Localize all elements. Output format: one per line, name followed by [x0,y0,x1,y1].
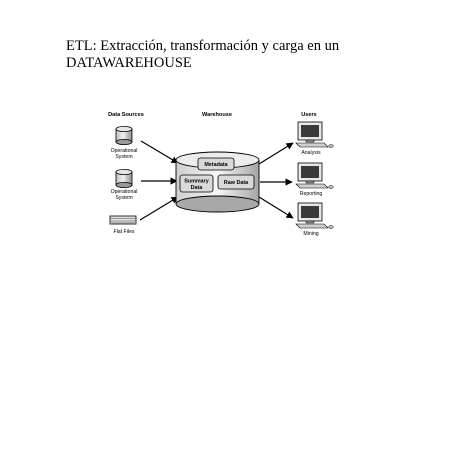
computer-workstation-icon [295,202,334,229]
user-label: Reporting [300,191,323,197]
raw-data-label: Raw Data [224,180,249,186]
source-label-line-1: Operational [111,189,138,195]
column-header-data-sources: Data Sources [108,112,144,118]
document-title: ETL: Extracción, transformación y carga … [66,38,396,72]
user-label: Analysis [301,150,321,156]
user-label: Mining [303,231,318,237]
source-label-line-1: Operational [111,148,138,154]
column-header-warehouse: Warehouse [202,112,232,118]
warehouse-metadata: Metadata [197,157,235,171]
user-mining: Mining [295,202,334,237]
document-title-line-1: ETL: Extracción, transformación y carga … [66,38,340,54]
database-cylinder-icon [115,126,133,145]
source-operational-system-2: Operational System [111,168,138,201]
metadata-label: Metadata [204,162,228,168]
source-label-line-2: System [115,195,132,201]
column-header-users: Users [301,112,317,118]
summary-data-label-line-1: Summary [184,179,209,185]
computer-workstation-icon [295,162,334,189]
warehouse-cylinder: Metadata Summary Data Raw Data [175,151,260,213]
document-title-line-2: DATAWAREHOUSE [66,55,192,71]
arrow-warehouse-to-analysis [258,142,294,165]
flat-file-icon [109,215,137,225]
user-analysis: Analysis [295,121,334,156]
source-operational-system-1: Operational System [111,126,138,160]
source-label: Flat Files [113,229,134,235]
source-label-line-2: System [115,154,132,160]
arrow-warehouse-to-mining [258,196,294,219]
warehouse-summary-data: Summary Data [179,174,214,193]
user-reporting: Reporting [295,162,334,197]
summary-data-label-line-2: Data [191,185,204,191]
computer-workstation-icon [295,121,334,148]
warehouse-raw-data: Raw Data [217,174,255,190]
source-flat-files: Flat Files [109,215,137,235]
arrow-source-1-to-warehouse [140,140,179,164]
database-cylinder-icon [115,168,133,188]
arrow-flat-files-to-warehouse [139,196,179,221]
